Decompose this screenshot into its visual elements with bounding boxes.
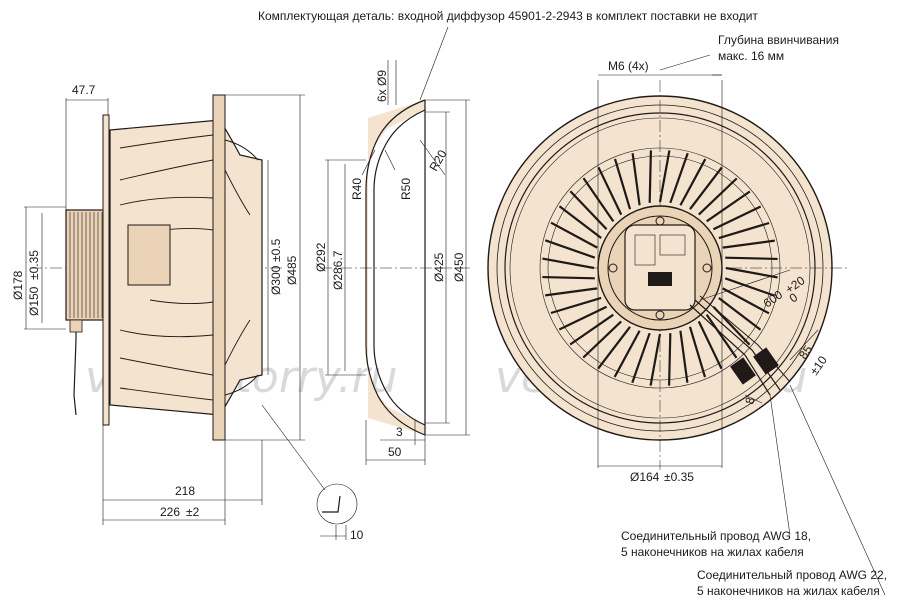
dim-6x9: 6x Ø9 — [375, 70, 389, 102]
dim-450: Ø450 — [452, 252, 466, 282]
note-inlet-diffuser: Комплектующая деталь: входной диффузор 4… — [258, 9, 758, 23]
mounting-plate — [102, 114, 110, 426]
dim-300: Ø300 — [269, 265, 283, 295]
rotor-fin — [550, 296, 602, 315]
m6-hole-right — [702, 263, 712, 273]
dim-3: 3 — [396, 425, 403, 439]
rotor-fins — [542, 150, 778, 386]
motor-fins — [69, 212, 103, 318]
dim-292: Ø292 — [314, 242, 328, 272]
rotor-fin — [712, 205, 762, 231]
rotor-fin — [722, 239, 775, 249]
rotor-fin — [705, 314, 738, 359]
rotor-fin — [698, 177, 738, 216]
rotor-fin — [631, 153, 641, 206]
rotor-fin — [724, 277, 776, 297]
rotor-fin — [725, 266, 778, 279]
note-cable-awg22-2: 5 наконечников на жилах кабеля — [697, 584, 880, 598]
motor-cable — [73, 320, 77, 416]
rotor-fin — [658, 150, 671, 203]
diffuser-fill — [366, 100, 425, 435]
diffuser-section: 6x Ø9 R20 R40 R50 Ø292 Ø286.7 Ø425 Ø450 … — [314, 60, 470, 465]
rotor-fin — [597, 166, 623, 216]
dim-8: 8 — [742, 395, 757, 405]
note-depth-1: Глубина ввинчивания — [718, 33, 839, 47]
cables — [689, 295, 791, 396]
dim-47-7: 47.7 — [72, 83, 96, 97]
dim-10: 10 — [350, 528, 364, 542]
rotor-fin — [697, 320, 723, 370]
front-view: M6 (4x) Глубина ввинчивания макс. 16 мм … — [487, 33, 886, 596]
rotor-fin — [613, 330, 641, 378]
rotor-fin — [558, 205, 602, 239]
dim-178: Ø178 — [11, 270, 25, 300]
motor-boss — [127, 224, 171, 286]
rotor-fin — [631, 332, 651, 384]
impeller-blades — [119, 134, 251, 401]
rotor-fin — [569, 190, 608, 230]
brand-label — [648, 272, 672, 286]
rotor-fin — [542, 257, 595, 270]
dim-425: Ø425 — [432, 252, 446, 282]
rotor-fin — [597, 326, 631, 370]
rotor-fin — [679, 158, 707, 206]
dim-164: Ø164 — [630, 470, 660, 484]
note-cable-awg18-2: 5 наконечников на жилах кабеля — [621, 545, 804, 559]
rotor-fin — [725, 256, 778, 261]
m6-hole-bottom — [655, 310, 665, 320]
m6-hole-top — [655, 216, 665, 226]
rotor-fin — [550, 221, 598, 249]
dim-150: Ø150 — [27, 286, 41, 316]
dim-50: 50 — [388, 445, 402, 459]
rotor-fin — [545, 287, 598, 297]
impeller-front-ring — [212, 94, 226, 441]
rotor-fin — [679, 330, 689, 383]
rotor-fin — [669, 152, 689, 204]
dim-300-tol: ±0.5 — [269, 238, 283, 262]
note-cable-awg22-1: Соединительный провод AWG 22, — [697, 568, 887, 582]
leader-note-top — [419, 26, 449, 101]
rotor-fin — [722, 287, 770, 315]
dim-r40: R40 — [350, 178, 364, 200]
rotor-fin — [689, 166, 723, 210]
rotor-fin — [688, 326, 707, 378]
rotor-fin — [569, 313, 614, 346]
note-depth-2: макс. 16 мм — [718, 49, 784, 63]
rotor-fin — [582, 320, 622, 359]
dim-m6: M6 (4x) — [608, 59, 649, 73]
rotor-fin — [544, 239, 596, 259]
dim-286-7: Ø286.7 — [331, 250, 345, 290]
rotor-fin — [718, 297, 762, 331]
note-cable-awg18-1: Соединительный провод AWG 18, — [621, 529, 811, 543]
detail-circle — [316, 483, 358, 525]
rotor-fin — [706, 190, 751, 223]
dim-150-tol: ±0.35 — [27, 250, 41, 280]
dim-164-tol: ±0.35 — [664, 470, 694, 484]
m6-hole-left — [608, 263, 618, 273]
rotor-fin — [582, 177, 615, 222]
dim-226-tol: ±2 — [186, 505, 200, 519]
rotor-fin — [613, 158, 632, 210]
rotor-fin — [718, 221, 770, 240]
rotor-fin — [542, 275, 595, 280]
rotor-fin — [648, 150, 653, 203]
rotor-fin — [712, 306, 751, 346]
dim-r50: R50 — [399, 178, 413, 200]
rotor-fin — [558, 305, 608, 331]
rotor-fin — [649, 333, 662, 386]
side-view: 47.7 Ø178 Ø150 ±0.35 Ø300 ±0.5 Ø485 218 … — [11, 83, 364, 542]
dim-218: 218 — [175, 484, 195, 498]
rotor-fin — [667, 333, 672, 386]
dim-485: Ø485 — [285, 255, 299, 285]
dim-226: 226 — [160, 505, 180, 519]
